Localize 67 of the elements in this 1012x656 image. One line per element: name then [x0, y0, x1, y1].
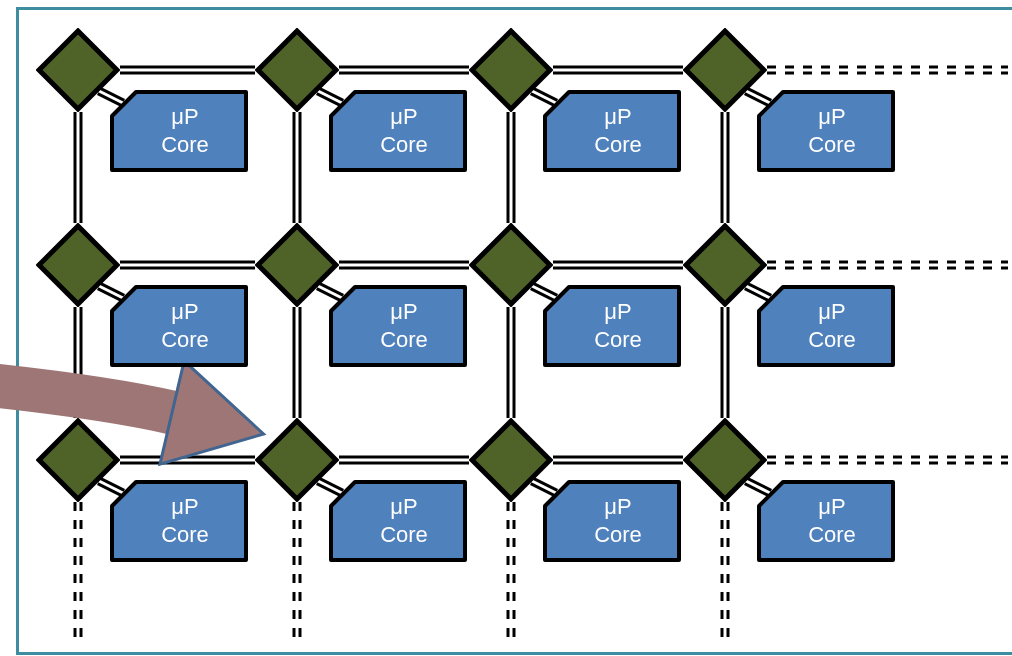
core-label: μP Core [160, 298, 210, 354]
link-line [720, 112, 730, 223]
link-line [120, 65, 255, 75]
link-line [744, 281, 772, 303]
link-line [97, 86, 125, 108]
link-line [339, 65, 469, 75]
link-line [530, 281, 558, 303]
link-line [553, 455, 683, 465]
core-box [110, 480, 248, 562]
link-line [316, 86, 344, 108]
router-diamond [469, 418, 553, 502]
router-diamond [469, 28, 553, 112]
core-box [110, 285, 248, 367]
link-line [530, 86, 558, 108]
core-box [110, 90, 248, 172]
core-box [757, 285, 895, 367]
router-diamond [683, 418, 767, 502]
core-label: μP Core [160, 103, 210, 159]
link-line [744, 86, 772, 108]
core-label: μP Core [807, 103, 857, 159]
link-line [97, 476, 125, 498]
router-diamond [36, 223, 120, 307]
router-diamond [36, 28, 120, 112]
router-diamond [255, 418, 339, 502]
core-box [543, 285, 681, 367]
core-box [329, 480, 467, 562]
link-line [339, 260, 469, 270]
core-label: μP Core [593, 493, 643, 549]
router-diamond [683, 223, 767, 307]
core-box [757, 90, 895, 172]
link-line [506, 112, 516, 223]
link-line [553, 65, 683, 75]
link-line [530, 476, 558, 498]
core-label: μP Core [807, 298, 857, 354]
link-line [316, 476, 344, 498]
link-line [553, 260, 683, 270]
link-line [506, 307, 516, 418]
link-line [73, 112, 83, 223]
core-label: μP Core [160, 493, 210, 549]
core-label: μP Core [379, 493, 429, 549]
dashed-link [767, 260, 1008, 270]
router-diamond [683, 28, 767, 112]
core-label: μP Core [593, 103, 643, 159]
core-label: μP Core [379, 103, 429, 159]
core-box [329, 285, 467, 367]
router-diamond [255, 223, 339, 307]
link-line [339, 455, 469, 465]
link-line [120, 455, 255, 465]
dashed-link [767, 455, 1008, 465]
core-label: μP Core [593, 298, 643, 354]
router-diamond [255, 28, 339, 112]
core-box [543, 90, 681, 172]
router-diamond [36, 418, 120, 502]
link-line [720, 307, 730, 418]
link-line [97, 281, 125, 303]
dashed-link [767, 65, 1008, 75]
core-box [757, 480, 895, 562]
core-label: μP Core [807, 493, 857, 549]
link-line [316, 281, 344, 303]
link-line [292, 307, 302, 418]
core-box [329, 90, 467, 172]
link-line [120, 260, 255, 270]
router-diamond [469, 223, 553, 307]
core-box [543, 480, 681, 562]
link-line [744, 476, 772, 498]
link-line [292, 112, 302, 223]
core-label: μP Core [379, 298, 429, 354]
